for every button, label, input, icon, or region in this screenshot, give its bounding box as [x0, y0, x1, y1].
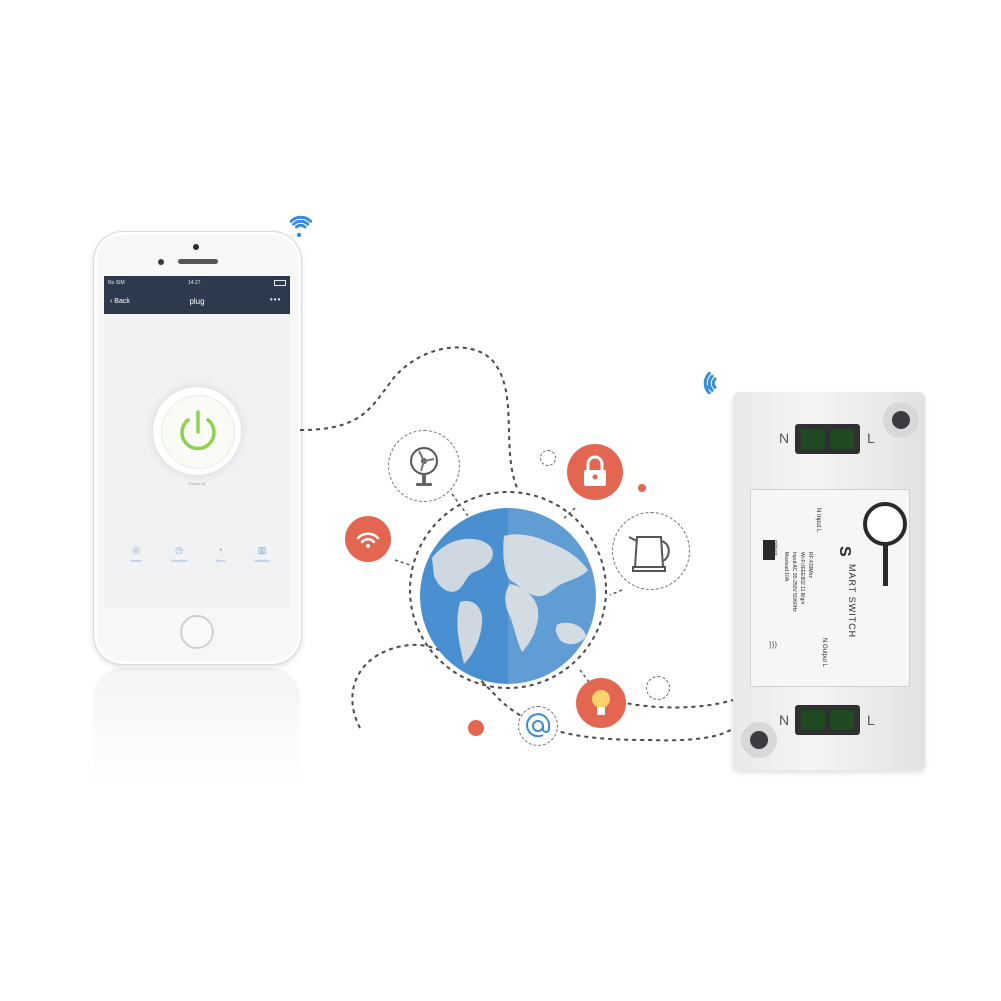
device-wifi-signal-icon — [703, 371, 717, 394]
lightbulb-node — [576, 678, 626, 728]
fan-node — [388, 430, 460, 502]
bottom-terminal-block — [795, 705, 860, 735]
mount-screw — [883, 402, 919, 438]
tab-schedule[interactable]: ◷ Schedule — [159, 544, 199, 563]
mount-screw — [741, 722, 777, 758]
bottom-l-label: L — [867, 712, 875, 728]
status-bar: No SIM 14:27 — [104, 276, 290, 290]
decor-dot — [646, 676, 670, 700]
more-menu-button[interactable]: ••• — [270, 295, 282, 304]
at-icon — [526, 713, 551, 738]
spec-line: RF:433Mhz — [807, 552, 813, 578]
output-label: N Output L — [821, 638, 827, 668]
phone-wifi-signal-icon — [290, 215, 313, 238]
tab-schedule-label: Schedule — [170, 558, 188, 563]
nav-bar: ‹ Back plug ••• — [104, 290, 290, 314]
lock-icon — [584, 455, 606, 486]
tab-switch-label: Switch — [130, 558, 142, 563]
power-icon — [180, 410, 216, 451]
lock-node — [567, 444, 623, 500]
clock-icon: ◷ — [175, 545, 183, 555]
tab-timer[interactable]: ◔ Timer — [200, 544, 240, 563]
phone-screen: No SIM 14:27 ‹ Back plug ••• Power off ◎… — [104, 276, 290, 608]
kettle-icon — [628, 536, 670, 572]
fan-icon — [410, 447, 438, 486]
email-node — [518, 706, 558, 746]
phone-reflection — [93, 668, 300, 788]
home-button[interactable] — [180, 615, 214, 649]
battery-icon — [274, 280, 286, 286]
switch-icon: ◎ — [132, 545, 140, 555]
power-status-text: Power off — [188, 481, 206, 486]
smart-switch-device: N L S MART SWITCH N Input L RF:433Mhz Wi… — [733, 392, 925, 770]
tab-switch[interactable]: ◎ Switch — [116, 544, 156, 563]
ewelink-badge — [763, 540, 775, 560]
power-button-face — [161, 395, 235, 469]
wifi-node — [345, 516, 391, 562]
carrier-label: No SIM — [108, 280, 125, 286]
back-label: Back — [114, 298, 130, 305]
timer-icon: ◔ — [217, 545, 223, 555]
decor-dot — [468, 720, 484, 736]
input-label: N Input L — [815, 508, 821, 533]
smartphone: No SIM 14:27 ‹ Back plug ••• Power off ◎… — [93, 231, 302, 665]
product-name: MART SWITCH — [847, 564, 857, 639]
tab-bar: ◎ Switch ◷ Schedule ◔ Timer ▥ Statistics — [104, 544, 290, 584]
proximity-sensor — [158, 259, 164, 265]
front-camera — [193, 244, 199, 250]
tab-statistics[interactable]: ▥ Statistics — [242, 544, 282, 563]
spec-line: Wi-Fi:IEEE802.11 B/g/n — [799, 552, 805, 605]
globe-icon — [420, 508, 596, 684]
spec-line: Maxload:10A — [783, 552, 789, 582]
back-button[interactable]: ‹ Back — [110, 298, 130, 305]
label-panel: S MART SWITCH N Input L RF:433Mhz Wi-Fi:… — [750, 489, 910, 687]
top-l-label: L — [867, 430, 875, 446]
kettle-node — [612, 512, 690, 590]
wifi-icon — [356, 532, 380, 548]
tab-statistics-label: Statistics — [253, 558, 270, 563]
wireless-icon: ))) — [769, 640, 777, 649]
lightbulb-icon — [592, 690, 610, 715]
top-terminal-block — [795, 424, 860, 454]
power-button[interactable] — [153, 387, 241, 475]
spec-line: Input:AC 90-250V 50/60Hz — [791, 552, 797, 612]
ewelink-badge-text: eWeLink — [774, 540, 779, 556]
decor-dot — [638, 484, 646, 492]
tab-timer-label: Timer — [214, 558, 226, 563]
bottom-n-label: N — [779, 712, 790, 728]
earpiece-speaker — [178, 259, 218, 264]
bar-chart-icon: ▥ — [257, 545, 267, 555]
button-stem — [883, 544, 888, 586]
pairing-button[interactable] — [863, 502, 907, 546]
top-n-label: N — [779, 430, 790, 446]
decor-dot — [540, 450, 556, 466]
page-title: plug — [189, 297, 205, 306]
status-time: 14:27 — [188, 280, 201, 286]
brand-initial: S — [836, 546, 853, 557]
